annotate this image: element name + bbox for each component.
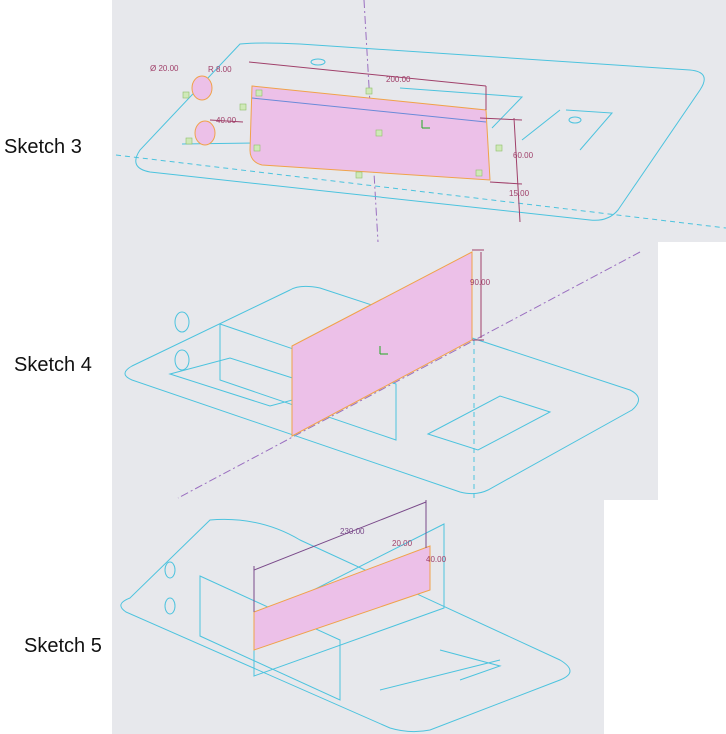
- dim-diameter[interactable]: Ø 20.00: [150, 64, 179, 73]
- dim-length[interactable]: 230.00: [340, 527, 365, 536]
- sketch-5-label: Sketch 5: [24, 635, 102, 657]
- sketch-5-geometry: 230.00 20.00 40.00: [120, 500, 571, 733]
- constraint-icons: [182, 87, 503, 179]
- sketch-4-geometry: 90.00: [124, 249, 641, 499]
- sketch-3-geometry: Ø 20.00 R 8.00 200.00 40.00 60.00 15.00: [115, 0, 726, 243]
- dim-width[interactable]: 200.00: [386, 75, 411, 84]
- dim-edge[interactable]: 15.00: [509, 189, 530, 198]
- dim-radius[interactable]: R 8.00: [208, 65, 232, 74]
- dim-offset[interactable]: 20.00: [392, 539, 413, 548]
- dim-offset[interactable]: 40.00: [216, 116, 237, 125]
- dim-height[interactable]: 40.00: [426, 555, 447, 564]
- dim-height[interactable]: 90.00: [470, 278, 491, 287]
- dim-height[interactable]: 60.00: [513, 151, 534, 160]
- sketch-4-label: Sketch 4: [14, 354, 92, 376]
- sketch-3-label: Sketch 3: [4, 136, 82, 158]
